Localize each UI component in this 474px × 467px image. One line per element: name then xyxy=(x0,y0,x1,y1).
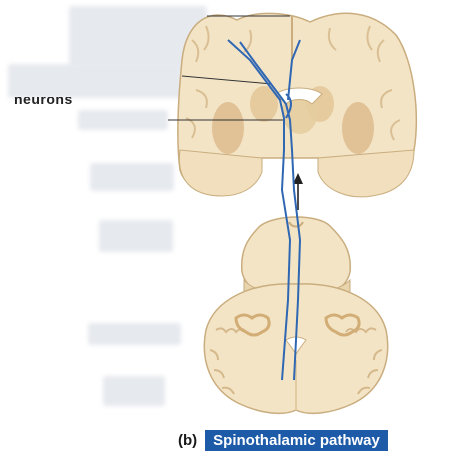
panel-letter: (b) xyxy=(178,431,198,449)
hidden-label-box-2 xyxy=(8,64,182,98)
caption-title: Spinothalamic pathway xyxy=(205,429,388,451)
hidden-label-box-4 xyxy=(90,163,174,191)
spinothalamic-pathway-lines xyxy=(227,39,302,381)
leader-lines xyxy=(168,15,290,121)
figure-caption: (b) Spinothalamic pathway xyxy=(178,428,388,452)
hidden-label-box-6 xyxy=(88,323,181,345)
hidden-label-box-5 xyxy=(99,220,173,252)
hidden-label-box-7 xyxy=(103,376,165,406)
up-arrow-icon xyxy=(293,173,303,210)
brain-section xyxy=(177,12,418,198)
hidden-label-box-3 xyxy=(78,110,168,130)
partial-label-neurons: neurons xyxy=(14,91,73,107)
